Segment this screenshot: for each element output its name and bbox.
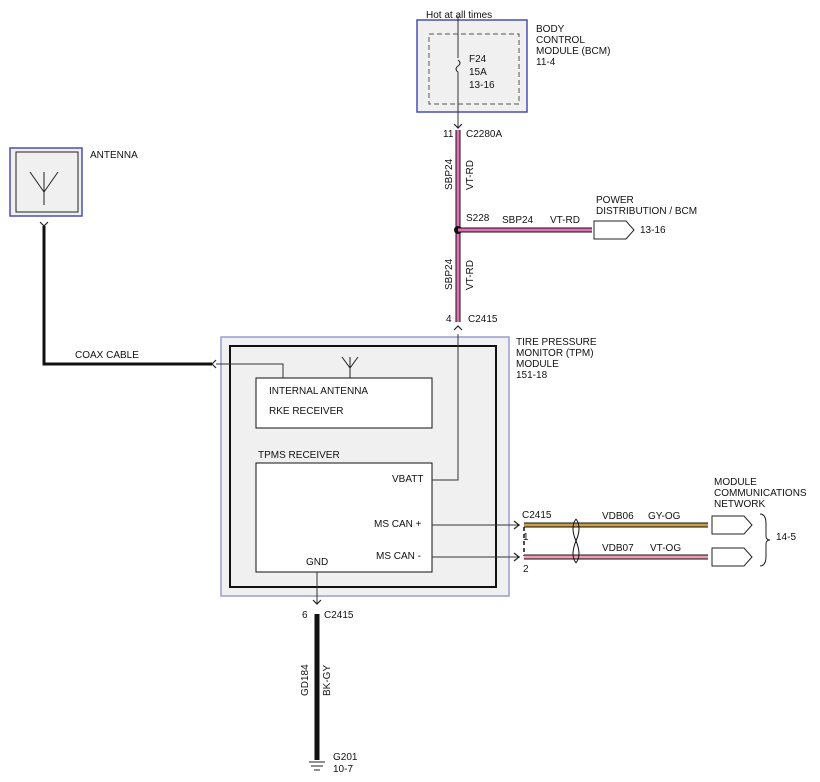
internal-antenna-label: INTERNAL ANTENNA	[269, 386, 369, 397]
antenna-label: ANTENNA	[90, 150, 138, 161]
vdb06-color: GY-OG	[648, 511, 681, 522]
wire-branch-circuit: SBP24	[502, 215, 534, 226]
power-dist-ref: 13-16	[640, 225, 666, 236]
ms-can-plus-label: MS CAN +	[374, 519, 422, 530]
coax-cable-wire	[42, 226, 212, 366]
bcm-title-line-1: BODY	[536, 24, 565, 35]
vdb06-circuit: VDB06	[602, 511, 634, 522]
wire-branch-color: VT-RD	[550, 215, 580, 226]
c2415-vbatt-name: C2415	[468, 314, 498, 325]
network-line-3: NETWORK	[714, 499, 766, 510]
c2280a-pin: 11	[443, 129, 454, 140]
ms-can-minus-label: MS CAN -	[376, 551, 421, 562]
c2415-gnd-name: C2415	[324, 610, 354, 621]
fuse-id: F24	[469, 54, 487, 65]
bcm-title-line-3: MODULE (BCM)	[536, 46, 611, 57]
power-distribution-connector-icon	[593, 220, 635, 240]
connector-c2415-arrow-icon	[453, 325, 463, 331]
coax-cable-label: COAX CABLE	[75, 350, 139, 361]
tpm-title-line-3: MODULE	[516, 359, 559, 370]
gd184-circuit: GD184	[300, 664, 311, 696]
vdb07-color: VT-OG	[650, 543, 682, 554]
coax-connector-arrow-icon	[211, 359, 217, 369]
hot-at-all-times-label: Hot at all times	[426, 10, 493, 21]
can-minus-connector-icon	[711, 547, 753, 567]
ground-point-ref: 10-7	[333, 764, 354, 775]
tpm-title-line-2: MONITOR (TPM)	[516, 348, 594, 359]
tpm-title-line-1: TIRE PRESSURE	[516, 337, 597, 348]
network-bracket	[759, 513, 771, 567]
rke-receiver-label: RKE RECEIVER	[269, 406, 344, 417]
network-line-2: COMMUNICATIONS	[714, 488, 807, 499]
gd184-color: BK-GY	[322, 664, 333, 696]
fuse-rating: 15A	[469, 67, 487, 78]
splice-name: S228	[466, 213, 490, 224]
c2415-vbatt-pin: 4	[446, 314, 452, 325]
antenna-box	[9, 147, 83, 217]
power-dist-line-2: DISTRIBUTION / BCM	[596, 206, 698, 217]
c2415-can-name: C2415	[522, 510, 552, 521]
c2415-gnd-pin: 6	[302, 610, 308, 621]
network-ref: 14-5	[776, 532, 797, 543]
connector-c2280a-arrow-icon	[453, 123, 463, 129]
can-plus-connector-icon	[711, 515, 753, 535]
tpms-receiver-label: TPMS RECEIVER	[258, 450, 340, 461]
power-dist-line-1: POWER	[596, 195, 634, 206]
fuse-ref: 13-16	[469, 80, 495, 91]
vdb07-circuit: VDB07	[602, 543, 634, 554]
c2415-pin-2: 2	[523, 564, 529, 575]
bcm-ref: 11-4	[536, 57, 556, 68]
fuse-icon	[455, 59, 461, 73]
wire-upper-circuit: SBP24	[444, 158, 455, 190]
vbatt-label: VBATT	[392, 474, 424, 485]
bcm-title-line-2: CONTROL	[536, 35, 585, 46]
antenna-icon	[29, 171, 59, 205]
bcm-module	[416, 19, 528, 113]
gnd-label: GND	[306, 557, 329, 568]
c2280a-name: C2280A	[466, 129, 503, 140]
internal-antenna-icon	[341, 356, 359, 378]
wire-lower-circuit: SBP24	[444, 258, 455, 290]
wire-upper-color: VT-RD	[465, 160, 476, 190]
ground-point-name: G201	[333, 752, 358, 763]
wire-lower-color: VT-RD	[465, 260, 476, 290]
twisted-pair-icon	[572, 518, 580, 564]
ground-icon	[309, 761, 325, 771]
network-line-1: MODULE	[714, 477, 757, 488]
tpm-module	[216, 336, 510, 597]
c2415-pin-1: 1	[523, 532, 529, 543]
tpm-ref: 151-18	[516, 370, 548, 381]
